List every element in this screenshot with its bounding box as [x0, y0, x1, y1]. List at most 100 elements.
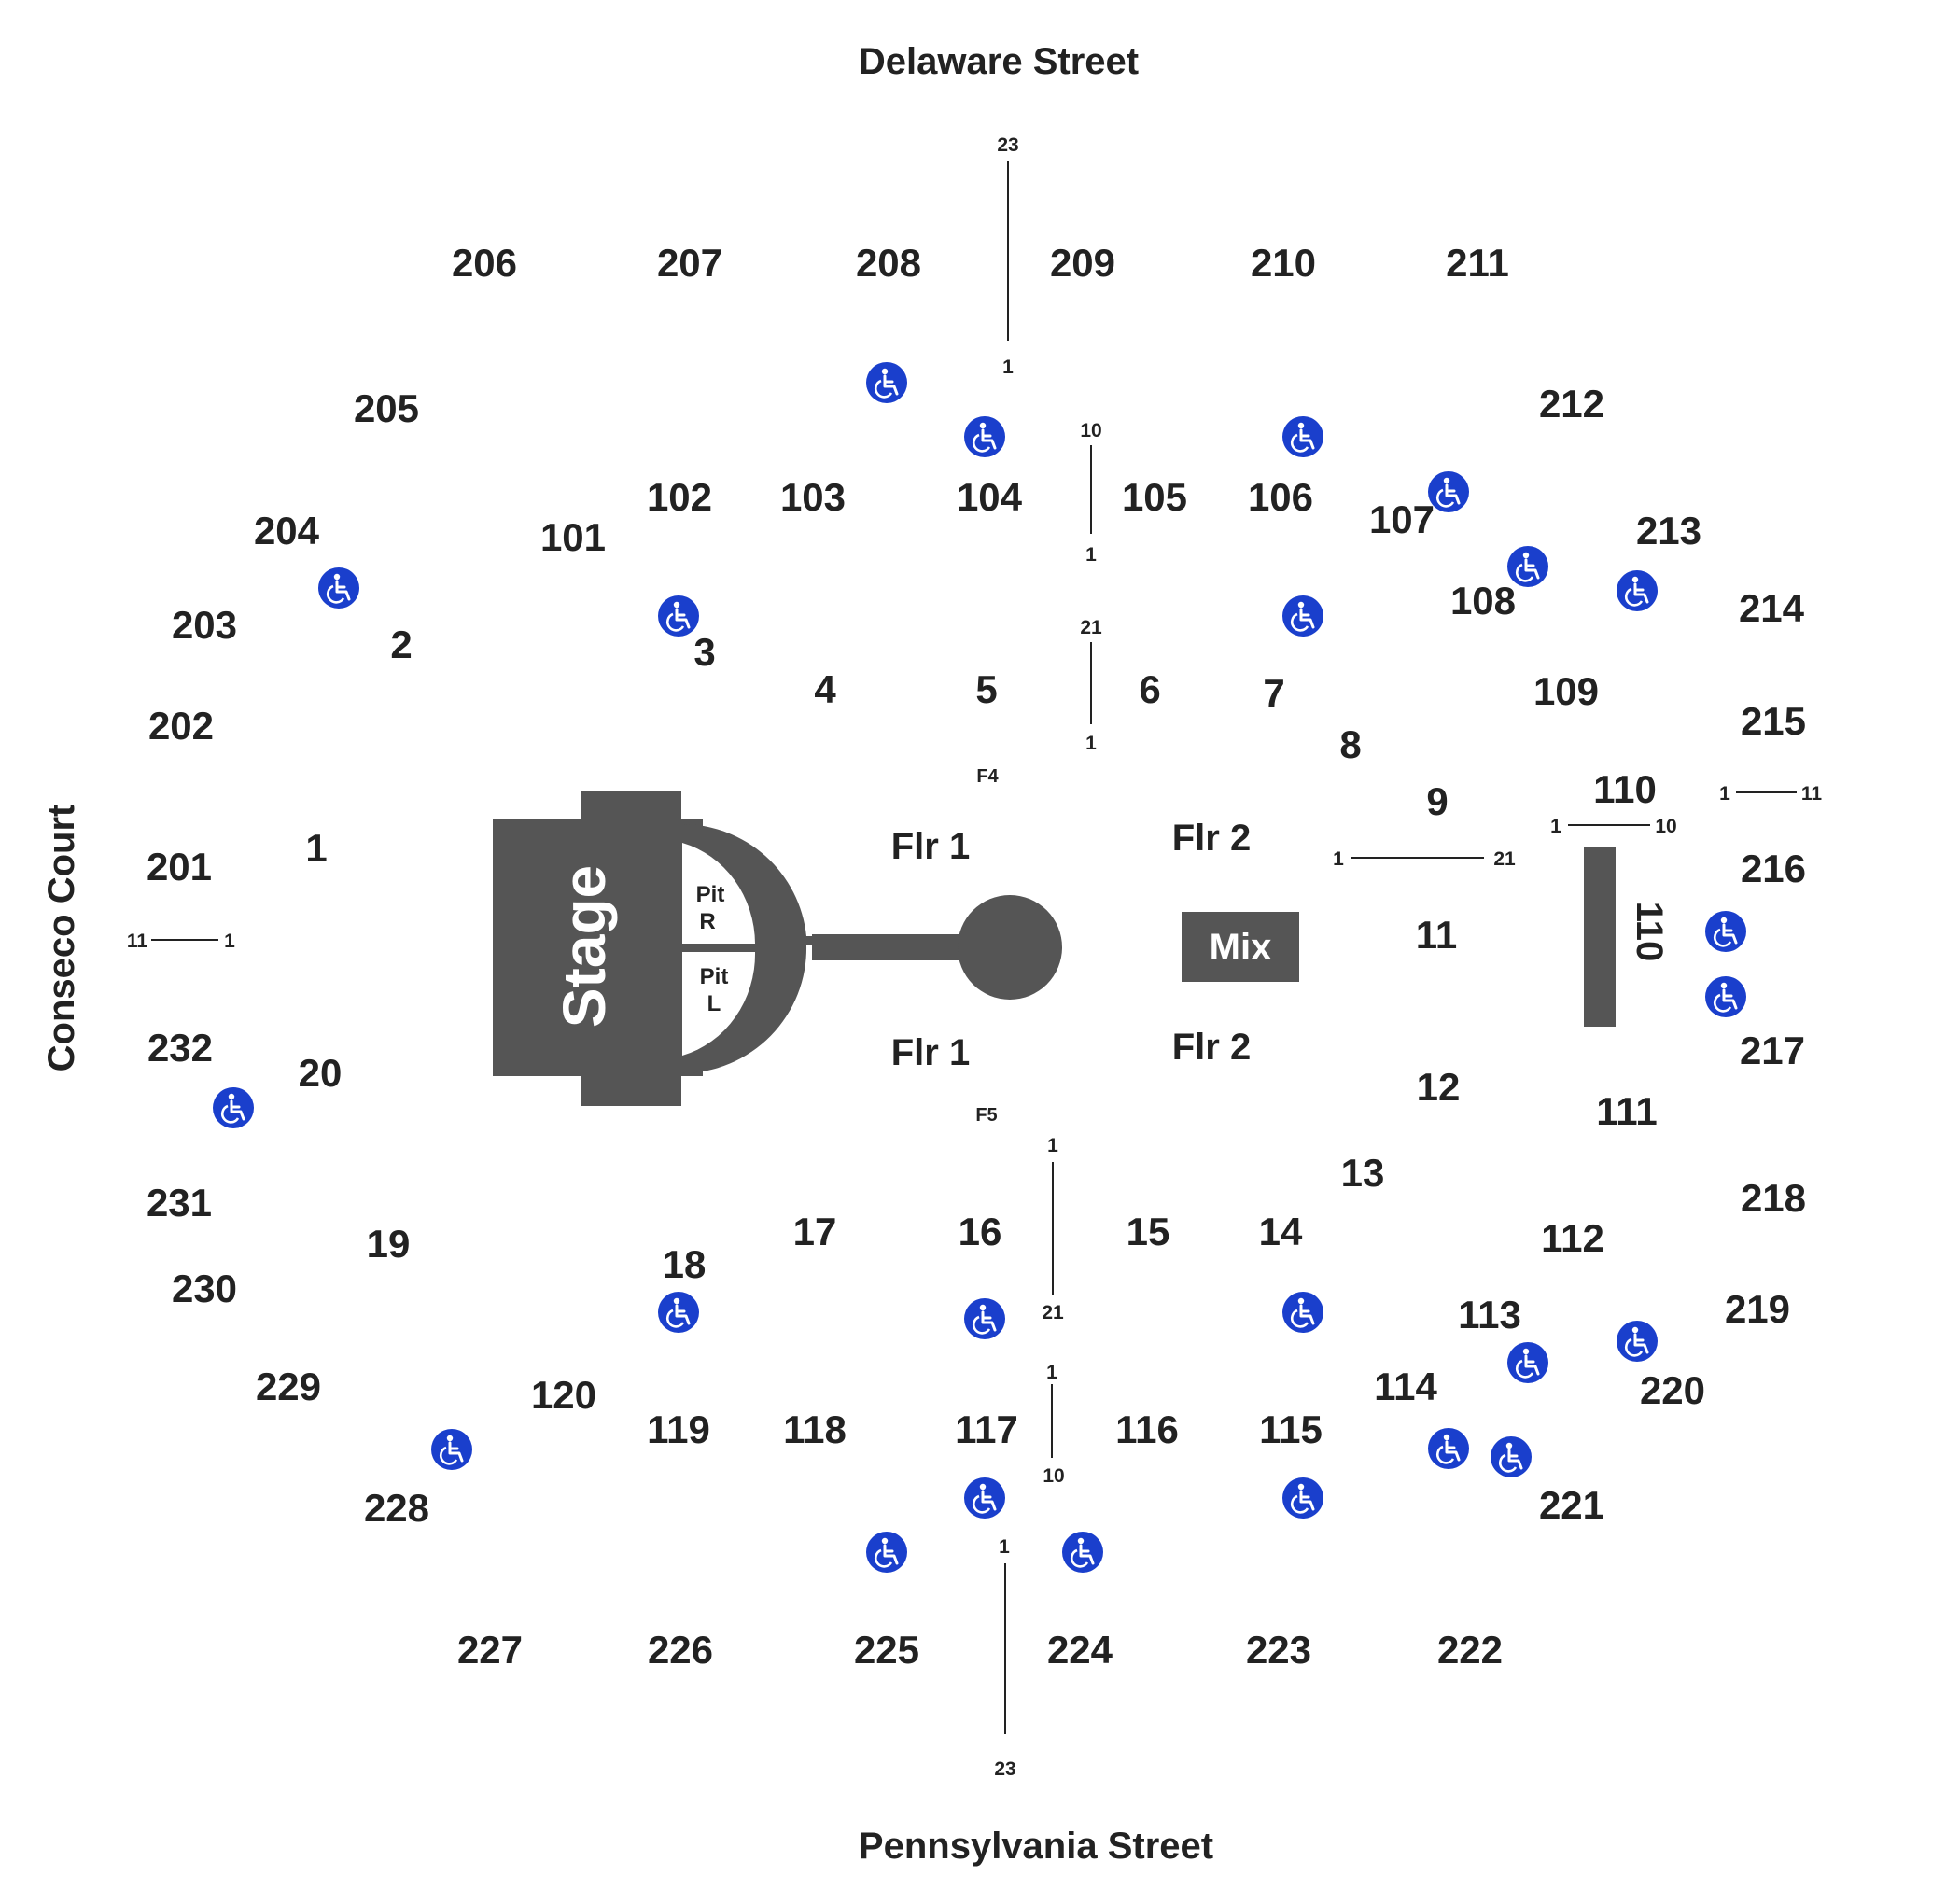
- section-216[interactable]: 216: [1741, 847, 1806, 890]
- section-111[interactable]: 111: [1596, 1089, 1657, 1133]
- section-220[interactable]: 220: [1640, 1368, 1705, 1412]
- section-120[interactable]: 120: [531, 1373, 596, 1417]
- section-2[interactable]: 2: [390, 623, 412, 666]
- stage[interactable]: Stage: [493, 791, 1062, 1106]
- section-231[interactable]: 231: [147, 1181, 212, 1225]
- section-207[interactable]: 207: [657, 241, 722, 285]
- section-208[interactable]: 208: [856, 241, 921, 285]
- wheelchair-icon[interactable]: [657, 1291, 700, 1334]
- section-106[interactable]: 106: [1248, 475, 1313, 519]
- section-230[interactable]: 230: [172, 1267, 237, 1310]
- section-8[interactable]: 8: [1339, 722, 1361, 766]
- wheelchair-icon[interactable]: [212, 1086, 255, 1129]
- section-105[interactable]: 105: [1122, 475, 1187, 519]
- wheelchair-icon[interactable]: [1490, 1435, 1533, 1478]
- section-212[interactable]: 212: [1539, 382, 1604, 426]
- section-19[interactable]: 19: [367, 1222, 411, 1266]
- floor-flr2-top[interactable]: Flr 2: [1172, 818, 1251, 859]
- section-114[interactable]: 114: [1374, 1365, 1437, 1408]
- wheelchair-icon[interactable]: [1616, 1320, 1659, 1363]
- section-107[interactable]: 107: [1369, 497, 1435, 541]
- wheelchair-icon[interactable]: [1281, 595, 1324, 637]
- wheelchair-icon[interactable]: [1427, 1427, 1470, 1470]
- wheelchair-icon[interactable]: [1061, 1531, 1104, 1574]
- section-215[interactable]: 215: [1741, 699, 1806, 743]
- section-112[interactable]: 112: [1541, 1216, 1604, 1260]
- wheelchair-icon[interactable]: [963, 1477, 1006, 1519]
- section-3[interactable]: 3: [693, 630, 715, 674]
- section-209[interactable]: 209: [1050, 241, 1115, 285]
- section-14[interactable]: 14: [1259, 1210, 1303, 1253]
- section-5[interactable]: 5: [975, 667, 997, 711]
- section-104[interactable]: 104: [957, 475, 1023, 519]
- pit-right[interactable]: Pit R: [696, 882, 725, 934]
- section-20[interactable]: 20: [299, 1051, 343, 1095]
- section-16[interactable]: 16: [959, 1210, 1002, 1253]
- wheelchair-icon[interactable]: [1427, 470, 1470, 513]
- section-12[interactable]: 12: [1417, 1065, 1461, 1109]
- section-11[interactable]: 11: [1416, 913, 1457, 957]
- wheelchair-icon[interactable]: [1281, 1477, 1324, 1519]
- section-119[interactable]: 119: [647, 1407, 710, 1451]
- section-229[interactable]: 229: [256, 1365, 321, 1408]
- floor-flr1-bottom[interactable]: Flr 1: [891, 1032, 970, 1073]
- section-13[interactable]: 13: [1341, 1151, 1385, 1195]
- wheelchair-icon[interactable]: [963, 1297, 1006, 1340]
- wheelchair-icon[interactable]: [865, 361, 908, 404]
- section-205[interactable]: 205: [354, 386, 419, 430]
- section-115[interactable]: 115: [1259, 1407, 1323, 1451]
- section-110[interactable]: 110: [1593, 767, 1657, 811]
- section-9[interactable]: 9: [1426, 779, 1448, 823]
- section-118[interactable]: 118: [783, 1407, 847, 1451]
- section-201[interactable]: 201: [147, 845, 212, 889]
- wheelchair-icon[interactable]: [1704, 975, 1747, 1018]
- section-1[interactable]: 1: [305, 826, 327, 870]
- section-204[interactable]: 204: [254, 509, 320, 553]
- section-7[interactable]: 7: [1263, 671, 1284, 715]
- wheelchair-icon[interactable]: [1506, 1341, 1549, 1384]
- section-109[interactable]: 109: [1533, 669, 1599, 713]
- section-213[interactable]: 213: [1636, 509, 1701, 553]
- wheelchair-icon[interactable]: [657, 595, 700, 637]
- floor-flr2-bottom[interactable]: Flr 2: [1172, 1027, 1251, 1068]
- wheelchair-icon[interactable]: [865, 1531, 908, 1574]
- section-4[interactable]: 4: [814, 667, 836, 711]
- wheelchair-icon[interactable]: [317, 567, 360, 609]
- wheelchair-icon[interactable]: [1506, 545, 1549, 588]
- section-221[interactable]: 221: [1539, 1483, 1604, 1527]
- section-117[interactable]: 117: [955, 1407, 1018, 1451]
- section-102[interactable]: 102: [647, 475, 712, 519]
- section-15[interactable]: 15: [1127, 1210, 1170, 1253]
- section-210[interactable]: 210: [1251, 241, 1316, 285]
- section-218[interactable]: 218: [1741, 1176, 1806, 1220]
- section-226[interactable]: 226: [648, 1628, 713, 1672]
- section-18[interactable]: 18: [663, 1242, 707, 1286]
- section-217[interactable]: 217: [1740, 1029, 1805, 1072]
- wheelchair-icon[interactable]: [1281, 1291, 1324, 1334]
- pit-left[interactable]: Pit L: [700, 964, 729, 1016]
- section-206[interactable]: 206: [452, 241, 517, 285]
- section-6[interactable]: 6: [1139, 667, 1160, 711]
- wheelchair-icon[interactable]: [1704, 910, 1747, 953]
- section-225[interactable]: 225: [854, 1628, 919, 1672]
- section-116[interactable]: 116: [1115, 1407, 1179, 1451]
- section-113[interactable]: 113: [1458, 1293, 1521, 1337]
- section-223[interactable]: 223: [1246, 1628, 1311, 1672]
- wheelchair-icon[interactable]: [963, 415, 1006, 458]
- section-203[interactable]: 203: [172, 603, 237, 647]
- section-227[interactable]: 227: [457, 1628, 523, 1672]
- section-224[interactable]: 224: [1047, 1628, 1113, 1672]
- section-103[interactable]: 103: [780, 475, 846, 519]
- section-219[interactable]: 219: [1725, 1287, 1790, 1331]
- section-222[interactable]: 222: [1437, 1628, 1503, 1672]
- wheelchair-icon[interactable]: [430, 1428, 473, 1471]
- section-17[interactable]: 17: [793, 1210, 837, 1253]
- wheelchair-icon[interactable]: [1616, 569, 1659, 612]
- section-211[interactable]: 211: [1446, 241, 1509, 285]
- wheelchair-icon[interactable]: [1281, 415, 1324, 458]
- section-108[interactable]: 108: [1450, 579, 1516, 623]
- section-202[interactable]: 202: [148, 704, 214, 748]
- floor-flr1-top[interactable]: Flr 1: [891, 826, 970, 867]
- section-101[interactable]: 101: [540, 515, 606, 559]
- section-228[interactable]: 228: [364, 1486, 429, 1530]
